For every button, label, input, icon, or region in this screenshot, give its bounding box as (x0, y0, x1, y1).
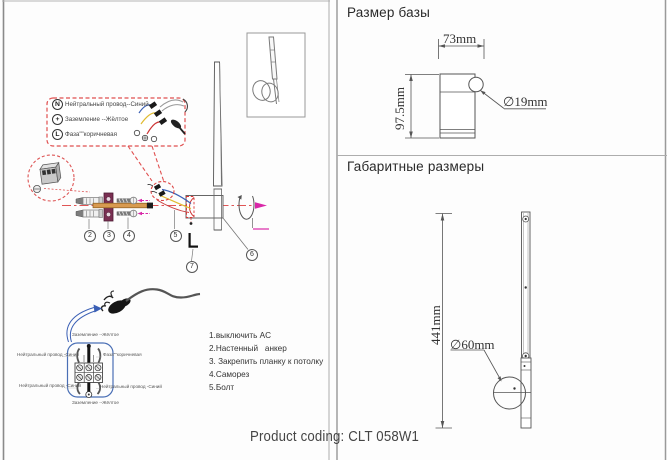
wall-anchor (75, 209, 103, 218)
phase-symbol: L (52, 129, 63, 140)
legend-row-neutral: N Нейтральный провод--Синий (52, 99, 149, 110)
lamp-side-view (147, 61, 269, 262)
wall-anchor (75, 196, 103, 206)
base-height-dim: 97.5mm (391, 87, 407, 130)
terminal-label-left-upper: Нейтральный провод -Синий (17, 351, 79, 357)
terminal-label-top: Заземление --Жёлтое (72, 332, 119, 337)
base-dimension-drawing (405, 39, 546, 139)
screw (116, 196, 138, 205)
wire-connection-sketch (133, 98, 188, 143)
neutral-symbol: N (52, 99, 63, 110)
terminal-label-right-upper: Фаза""коричневая (103, 351, 142, 357)
power-cable-and-plug (100, 288, 201, 314)
base-size-title: Размер базы (347, 5, 431, 20)
terminal-block-diagram (63, 342, 114, 398)
overall-dimension-drawing (435, 211, 532, 429)
overall-size-title: Габаритные размеры (347, 158, 485, 174)
mounting-assembly (62, 192, 267, 229)
screw-direction-arrow (137, 198, 150, 216)
terminal-label-bottom: Заземление --Жёлтое (72, 399, 119, 405)
ground-symbol: + (52, 114, 63, 125)
callout-3: 3 (103, 229, 115, 242)
terminal-label-left-lower: Нейтральный провод -Синий (19, 383, 81, 388)
callout-4: 4 (123, 229, 135, 242)
wiring-legend-box (46, 97, 186, 183)
callout-7: 7 (186, 261, 198, 273)
product-coding: Product coding: CLT 058W1 (250, 428, 420, 445)
callout-5: 5 (169, 229, 182, 242)
overall-height-dim: 441mm (428, 305, 443, 345)
base-knob-diameter-dim: ∅19mm (503, 94, 548, 109)
legend-row-phase: L Фаза""коричневая (52, 129, 117, 140)
lamp-preview-box (246, 32, 306, 118)
l-bracket (188, 233, 191, 248)
legend-row-ground: + Заземление --Жёлтое (52, 114, 128, 125)
head-diameter-dim: ∅60mm (450, 336, 495, 352)
callout-6: 6 (246, 248, 258, 261)
base-width-dim: 73mm (443, 31, 477, 46)
mounting-rod (92, 202, 148, 209)
junction-detail-circle (27, 154, 91, 202)
ground-wire-arrow (66, 304, 102, 343)
terminal-label-right-lower: Нейтральный провод -Синий (100, 383, 162, 389)
callout-2: 2 (84, 229, 96, 242)
screw (116, 209, 138, 218)
